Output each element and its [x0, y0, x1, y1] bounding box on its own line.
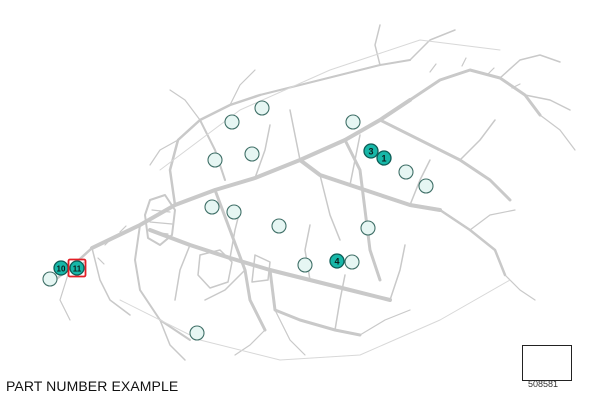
- callout-markers: 13 4 10 11: [53, 143, 392, 278]
- callout-circle: [69, 260, 85, 276]
- callout-circle: [329, 253, 345, 269]
- callout-label: 11: [73, 264, 82, 273]
- callout-10: 10: [53, 260, 69, 276]
- wiring-harness-layout: [53, 24, 576, 361]
- reference-icon-frame: [522, 345, 572, 381]
- callout-label: 10: [57, 264, 66, 273]
- connector-marker: [42, 271, 58, 287]
- callout-label: 3: [368, 146, 373, 156]
- connector-markers: [42, 100, 434, 341]
- connector-marker: [297, 257, 313, 273]
- callout-label: 4: [334, 256, 339, 266]
- connector-marker: [207, 152, 223, 168]
- callout-circle: [376, 150, 392, 166]
- callout-highlight-frame: [67, 258, 87, 278]
- connector-marker: [224, 114, 240, 130]
- callout-3: 3: [363, 143, 379, 159]
- callout-11: 11: [67, 258, 87, 278]
- connector-marker: [244, 146, 260, 162]
- callout-4: 4: [329, 253, 345, 269]
- connector-marker: [204, 199, 220, 215]
- callout-circle: [363, 143, 379, 159]
- connector-marker: [418, 178, 434, 194]
- connector-marker: [189, 325, 205, 341]
- connector-marker: [345, 114, 361, 130]
- callout-1: 1: [376, 150, 392, 166]
- callout-label: 1: [381, 153, 386, 163]
- reference-number: 508581: [528, 379, 559, 389]
- caption: PART NUMBER EXAMPLE: [6, 378, 179, 394]
- connector-marker: [398, 164, 414, 180]
- connector-marker: [360, 220, 376, 236]
- connector-marker: [254, 100, 270, 116]
- connector-marker: [344, 254, 360, 270]
- connector-marker: [226, 204, 242, 220]
- connector-marker: [271, 218, 287, 234]
